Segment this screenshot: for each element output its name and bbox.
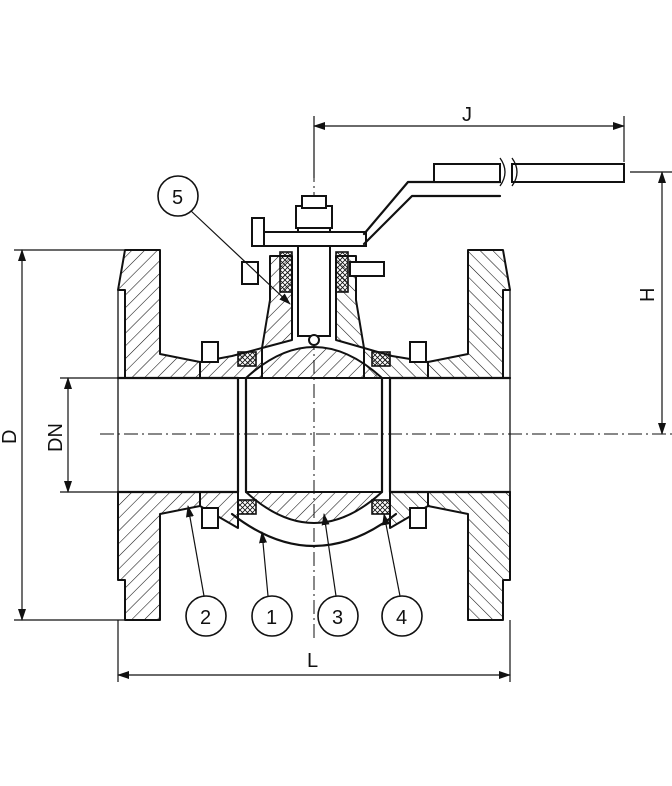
gland-packing-left [279, 251, 293, 293]
callout-bubble-3 [317, 595, 359, 637]
dimension-label-h: H [637, 288, 659, 302]
ball-bottom [245, 491, 383, 524]
seat-upper-right [371, 351, 391, 367]
bolt-lower-right [409, 507, 427, 529]
callout-bubble-1 [251, 595, 293, 637]
left-flange-lower [117, 491, 201, 621]
callout-bubble-5 [157, 175, 199, 217]
dimension-label-d: D [0, 430, 21, 444]
bolt-upper-left [201, 341, 219, 363]
gland-packing-right [335, 251, 349, 293]
dimension-label-dn: DN [45, 423, 67, 452]
dimension-label-j: J [462, 104, 472, 126]
lever-handle [362, 180, 502, 246]
callout-bubble-2 [185, 595, 227, 637]
stop-bolt [241, 261, 259, 285]
callout-label-2: 2 [200, 607, 211, 629]
stop-plate [349, 261, 385, 277]
lever-grip-end [511, 163, 625, 183]
seat-lower-right [371, 499, 391, 515]
stem-pin [308, 334, 320, 346]
callout-label-3: 3 [332, 607, 343, 629]
stem-head [301, 195, 327, 209]
left-flange [117, 249, 201, 379]
callout-bubble-4 [381, 595, 423, 637]
seat-upper-left [237, 351, 257, 367]
callout-label-4: 4 [396, 607, 407, 629]
callout-label-5: 5 [172, 187, 183, 209]
callout-label-1: 1 [266, 607, 277, 629]
seat-lower-left [237, 499, 257, 515]
right-flange-lower [427, 491, 511, 621]
dimension-label-l: L [307, 650, 318, 672]
lever-grip-start [433, 163, 501, 183]
right-flange [427, 249, 511, 379]
lock-tab [251, 217, 265, 247]
bolt-lower-left [201, 507, 219, 529]
stem-nut [295, 205, 333, 229]
gland-flange [261, 231, 367, 247]
bolt-upper-right [409, 341, 427, 363]
ball-top [245, 346, 383, 379]
